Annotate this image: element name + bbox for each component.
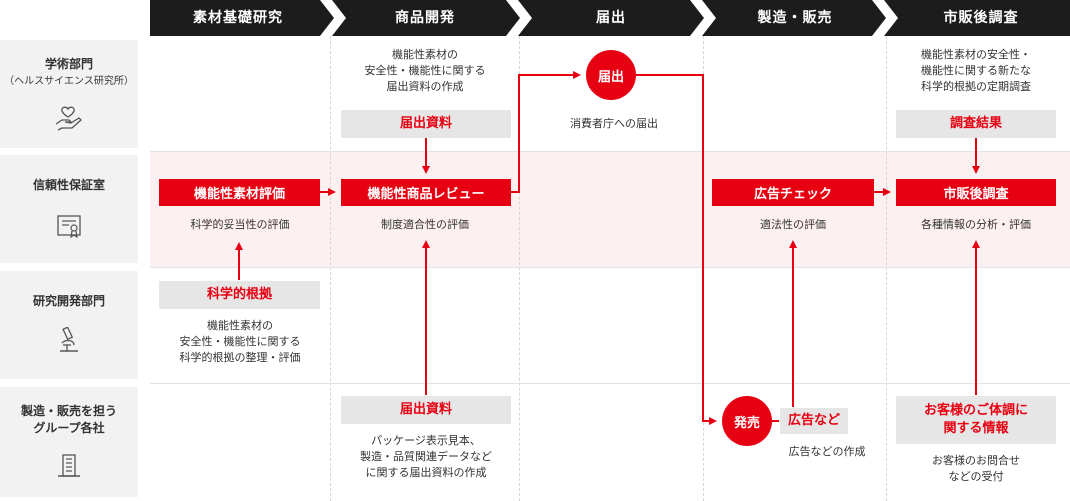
customer-feedback-box: お客様のご体調に 関する情報: [896, 396, 1056, 444]
ad-check-text: 適法性の評価: [760, 218, 826, 231]
row-title: 研究開発部門: [32, 294, 105, 308]
filing-circle: 届出: [586, 50, 636, 100]
product-review-box: 機能性商品レビュー: [341, 179, 511, 206]
column-divider: [330, 36, 331, 501]
phase-label-post-market: 市販後調査: [943, 10, 1019, 26]
row-label-rnd: 研究開発部門: [0, 271, 138, 379]
row-title-line2: グループ各社: [33, 421, 105, 435]
academic-filing-doc-box: 届出資料: [341, 110, 511, 138]
launch-circle: 発売: [722, 396, 772, 446]
filing-text: 消費者庁への届出: [570, 117, 658, 130]
phase-label-manufacture-sales: 製造・販売: [757, 10, 833, 26]
row-divider: [150, 383, 1070, 384]
microscope-icon: [60, 327, 78, 352]
phase-header-bar: [150, 0, 1070, 36]
certificate-icon: [57, 215, 81, 239]
phase-label-filing: 届出: [596, 10, 626, 26]
scientific-basis-text: 機能性素材の 安全性・機能性に関する 科学的根拠の整理・評価: [179, 319, 301, 364]
row-subtitle: （ヘルスサイエンス研究所）: [4, 76, 134, 87]
material-evaluation-text: 科学的妥当性の評価: [190, 218, 290, 231]
academic-post-text: 機能性素材の安全性・ 機能性に関する新たな 科学的根拠の定期調査: [921, 48, 1031, 93]
phase-chevron-2: [332, 0, 520, 36]
phase-chevron-4: [702, 0, 886, 36]
material-evaluation-box: 機能性素材評価: [159, 179, 320, 206]
ads-box: 広告など: [780, 408, 848, 434]
column-divider: [519, 36, 520, 501]
column-divider: [703, 36, 704, 501]
row-title: 信頼性保証室: [32, 178, 105, 192]
hand-heart-icon: [55, 106, 82, 131]
scientific-basis-box: 科学的根拠: [159, 281, 320, 309]
phase-chevron-5: [884, 0, 1070, 36]
group-filing-doc-box: 届出資料: [341, 396, 511, 424]
qa-row-band: [150, 151, 1070, 267]
group-filing-doc-text: パッケージ表示見本、 製造・品質関連データなど に関する届出資料の作成: [360, 434, 492, 479]
row-label-qa: 信頼性保証室: [0, 155, 138, 263]
post-market-survey-text: 各種情報の分析・評価: [921, 218, 1031, 231]
row-divider: [150, 267, 1070, 268]
survey-result-box: 調査結果: [896, 110, 1056, 138]
product-review-text: 制度適合性の評価: [381, 218, 469, 231]
row-title: 学術部門: [44, 57, 93, 71]
building-icon: [58, 454, 80, 477]
ads-text: 広告などの作成: [788, 445, 866, 458]
ad-check-box: 広告チェック: [712, 179, 874, 206]
phase-chevron-1: [150, 0, 334, 36]
phase-label-basic-research: 素材基礎研究: [193, 10, 283, 26]
row-title: 製造・販売を担う: [20, 404, 117, 418]
row-label-group: 製造・販売を担う グループ各社: [0, 387, 138, 497]
post-market-survey-box: 市販後調査: [896, 179, 1056, 206]
phase-label-product-dev: 商品開発: [395, 10, 455, 26]
column-divider: [886, 36, 887, 501]
row-divider: [150, 151, 1070, 152]
customer-feedback-text: お客様のお問合せ などの受付: [932, 454, 1020, 483]
academic-dev-text: 機能性素材の 安全性・機能性に関する 届出資料の作成: [364, 48, 486, 93]
phase-chevron-3: [518, 0, 704, 36]
row-label-academic: 学術部門 （ヘルスサイエンス研究所）: [0, 40, 138, 148]
